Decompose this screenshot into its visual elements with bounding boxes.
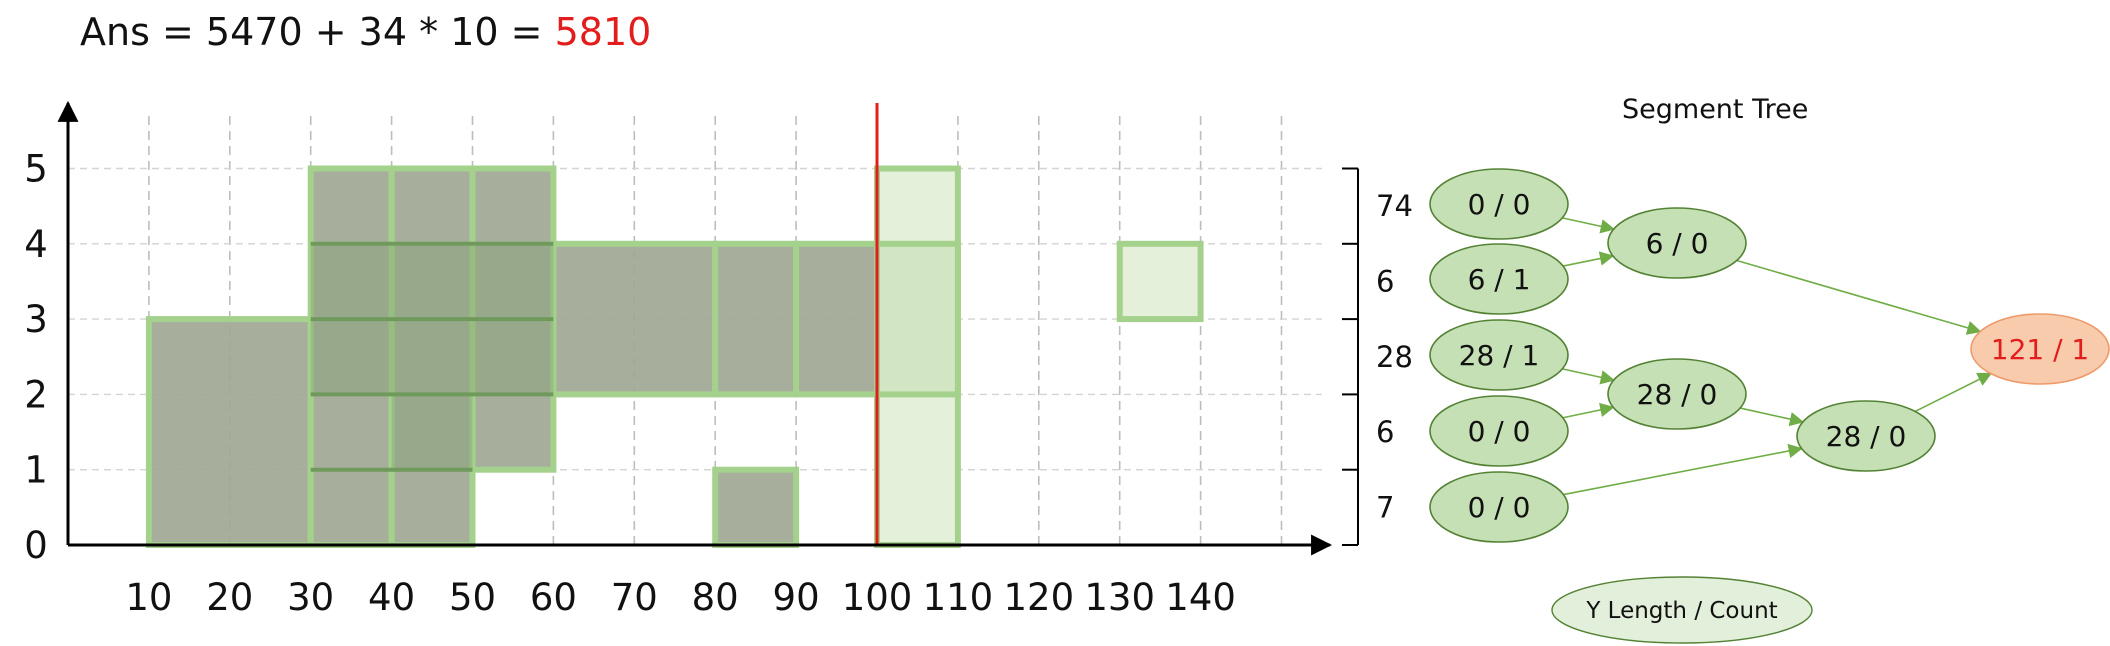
tree-edge — [1736, 259, 1982, 335]
x-tick-label: 40 — [368, 576, 415, 619]
y-tick-label: 2 — [24, 373, 48, 416]
rectangle — [145, 316, 314, 548]
formula-term-2: 34 — [358, 10, 408, 54]
tree-node-leaf1 — [1429, 243, 1569, 315]
y-tick-label: 0 — [24, 524, 48, 567]
formula-multiply: * — [419, 10, 439, 54]
tree-node-label: 6 / 0 — [1646, 227, 1709, 260]
tree-edge — [1562, 251, 1615, 267]
x-tick-label: 130 — [1084, 576, 1155, 619]
tree-node-midC — [1796, 400, 1936, 472]
tree-nodes: 0 / 0 6 / 1 28 / 1 0 / 0 0 / 0 6 / 0 28 / 0 28 … — [1429, 168, 2110, 644]
segment-length-label: 74 — [1376, 189, 1413, 223]
rectangle — [712, 466, 800, 549]
tree-node-leaf3 — [1429, 395, 1569, 467]
x-tick-label: 70 — [611, 576, 658, 619]
tree-node-leaf0 — [1429, 168, 1569, 240]
rectangle — [1116, 240, 1204, 323]
formula-equals: = — [161, 10, 194, 54]
tree-edge — [1914, 372, 1993, 413]
segment-brackets: 74 6 28 6 7 — [1342, 167, 1413, 546]
legend-label: Y Length / Count — [1585, 598, 1777, 624]
segment-length-label: 28 — [1376, 340, 1413, 374]
rectangle — [712, 240, 800, 398]
x-tick-label: 90 — [773, 576, 820, 619]
tree-node-root — [1970, 313, 2110, 385]
tree-node-label: 0 / 0 — [1468, 415, 1531, 448]
formula-lhs: Ans — [80, 10, 150, 54]
tree-edges — [1562, 217, 1993, 496]
x-tick-label: 50 — [449, 576, 496, 619]
x-tick-label: 120 — [1003, 576, 1074, 619]
x-tick-label: 10 — [125, 576, 172, 619]
tree-node-label: 0 / 0 — [1468, 188, 1531, 221]
legend-node — [1551, 576, 1813, 644]
tree-node-label: 121 / 1 — [1991, 333, 2090, 366]
tree-edge — [1562, 368, 1616, 385]
tree-edge — [1562, 402, 1615, 419]
y-tick-label: 4 — [24, 223, 48, 266]
x-tick-label: 110 — [923, 576, 994, 619]
x-tick-label: 20 — [206, 576, 253, 619]
tree-node-label: 6 / 1 — [1468, 263, 1531, 296]
tree-edge — [1562, 217, 1616, 234]
tree-node-label: 28 / 0 — [1637, 378, 1718, 411]
formula-term-3: 10 — [450, 10, 499, 54]
tree-node-leaf4 — [1429, 471, 1569, 543]
tree-node-midA — [1607, 207, 1747, 279]
tree-node-label: 28 / 0 — [1826, 420, 1907, 453]
y-tick-label: 1 — [24, 449, 48, 492]
x-tick-label: 100 — [842, 576, 913, 619]
formula-result: 5810 — [554, 10, 652, 54]
y-tick-label: 3 — [24, 298, 48, 341]
segment-length-label: 6 — [1376, 415, 1394, 449]
rectangle — [793, 240, 880, 398]
rectangle — [388, 165, 476, 548]
x-tick-label: 80 — [692, 576, 739, 619]
rectangle — [874, 240, 961, 398]
segment-tree-title: Segment Tree — [1622, 94, 1809, 125]
formula-plus: + — [314, 10, 347, 54]
segment-length-label: 7 — [1376, 490, 1394, 524]
x-tick-label: 140 — [1165, 576, 1236, 619]
tree-edge — [1563, 443, 1803, 496]
answer-formula: Ans = 5470 + 34 * 10 = 5810 — [80, 10, 651, 54]
rectangle — [550, 240, 719, 398]
tree-node-leaf2 — [1429, 319, 1569, 391]
rectangles — [145, 103, 1204, 549]
formula-equals-2: = — [510, 10, 543, 54]
formula-term-1: 5470 — [205, 10, 303, 54]
y-tick-label: 5 — [24, 148, 48, 191]
tree-node-midB — [1607, 358, 1747, 430]
tree-node-label: 28 / 1 — [1459, 339, 1540, 372]
overlap-region — [391, 394, 473, 470]
x-tick-label: 30 — [287, 576, 334, 619]
tree-node-label: 0 / 0 — [1468, 491, 1531, 524]
x-tick-label: 60 — [530, 576, 577, 619]
segment-length-label: 6 — [1376, 264, 1394, 298]
tree-edge — [1740, 407, 1805, 427]
